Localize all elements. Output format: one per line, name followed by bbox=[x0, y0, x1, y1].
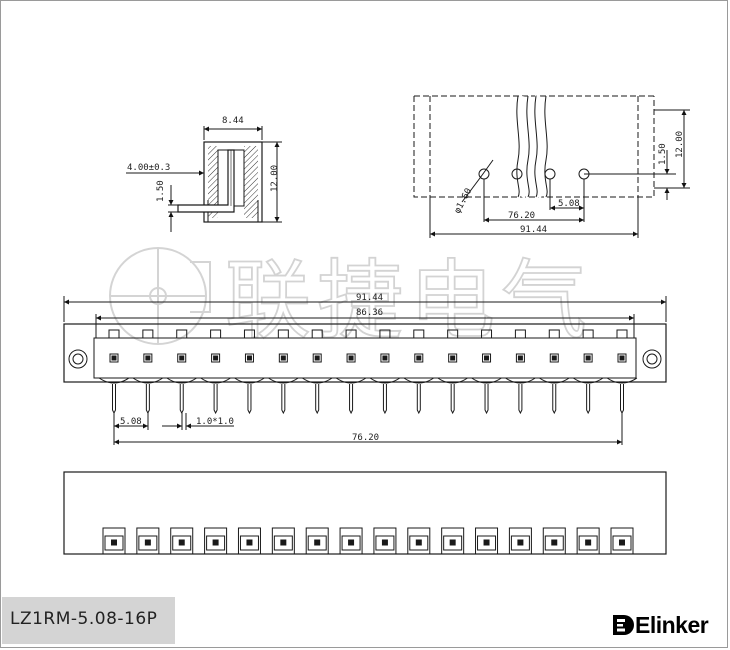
pin bbox=[518, 384, 523, 415]
side-view bbox=[126, 126, 282, 232]
pin bbox=[620, 384, 624, 415]
front-contact bbox=[166, 329, 197, 415]
bottom-contact bbox=[508, 527, 532, 555]
pin bbox=[315, 384, 320, 415]
front-contact bbox=[572, 329, 604, 415]
bottom-contact bbox=[271, 527, 295, 555]
brand-name: Elinker bbox=[635, 611, 709, 638]
bottom-view bbox=[63, 471, 667, 555]
pin bbox=[484, 384, 489, 415]
side-pin-dim: 1.50 bbox=[156, 180, 166, 202]
bottom-contact bbox=[407, 527, 431, 555]
bottom-contact bbox=[373, 527, 397, 555]
pin bbox=[586, 384, 591, 415]
model-box: LZ1RM-5.08-16P bbox=[2, 597, 175, 644]
watermark: 联捷电气 bbox=[109, 247, 593, 352]
front-contact bbox=[200, 329, 231, 415]
front-contact bbox=[268, 329, 299, 415]
side-offset-dim: 4.00±0.3 bbox=[127, 163, 170, 173]
bottom-contact bbox=[136, 527, 160, 555]
bottom-contact bbox=[610, 527, 634, 555]
pin bbox=[349, 384, 354, 415]
bottom-contact bbox=[204, 527, 228, 555]
top-span-dim: 76.20 bbox=[508, 211, 535, 221]
front-inner-dim: 86.36 bbox=[356, 308, 383, 318]
pin bbox=[382, 384, 387, 415]
pin bbox=[281, 384, 286, 415]
front-contact bbox=[437, 329, 468, 415]
bottom-contact bbox=[237, 527, 261, 555]
front-view bbox=[63, 296, 667, 445]
elinker-logo-icon bbox=[613, 615, 634, 635]
bottom-contact bbox=[339, 527, 363, 555]
top-height-dim: 12.00 bbox=[675, 131, 685, 158]
bottom-contacts bbox=[102, 527, 634, 555]
top-pitch-dim: 5.08 bbox=[558, 199, 580, 209]
front-pin-size-dim: 1.0*1.0 bbox=[196, 417, 234, 427]
pin bbox=[552, 384, 557, 415]
bottom-contact bbox=[441, 527, 465, 555]
front-contacts bbox=[98, 329, 638, 415]
front-contact bbox=[301, 329, 333, 415]
bottom-contact bbox=[576, 527, 600, 555]
top-overall-dim: 91.44 bbox=[520, 225, 547, 235]
front-contact bbox=[234, 329, 265, 415]
watermark-text: 联捷电气 bbox=[225, 251, 593, 351]
pin bbox=[247, 384, 252, 415]
top-hole-dim: φ1.60 bbox=[453, 187, 475, 216]
front-overall-dim: 91.44 bbox=[356, 293, 383, 303]
top-pitch-row-dim: 1.50 bbox=[658, 143, 668, 165]
bottom-contact bbox=[170, 527, 194, 555]
model-label: LZ1RM-5.08-16P bbox=[10, 609, 158, 629]
bottom-contact bbox=[102, 527, 126, 555]
front-contact bbox=[98, 329, 130, 415]
watermark-logo-icon bbox=[109, 247, 211, 345]
side-width-dim: 8.44 bbox=[222, 116, 244, 126]
brand: Elinker bbox=[611, 611, 709, 639]
front-span-dim: 76.20 bbox=[352, 433, 379, 443]
side-height-dim: 12.00 bbox=[270, 165, 280, 192]
pin bbox=[213, 384, 218, 415]
pin bbox=[145, 384, 150, 415]
bottom-contact bbox=[305, 527, 329, 555]
front-contact bbox=[335, 329, 367, 415]
front-contact bbox=[403, 329, 435, 415]
top-view bbox=[413, 95, 690, 238]
bottom-contact bbox=[475, 527, 499, 555]
pin bbox=[112, 384, 116, 415]
front-contact bbox=[471, 329, 502, 415]
bottom-contact bbox=[542, 527, 566, 555]
front-contact bbox=[505, 329, 536, 415]
front-pitch-dim: 5.08 bbox=[120, 417, 142, 427]
front-contact bbox=[606, 329, 638, 415]
front-contact bbox=[539, 329, 570, 415]
pin bbox=[416, 384, 421, 415]
front-contact bbox=[369, 329, 401, 415]
pin bbox=[450, 384, 455, 415]
pin bbox=[179, 384, 184, 415]
